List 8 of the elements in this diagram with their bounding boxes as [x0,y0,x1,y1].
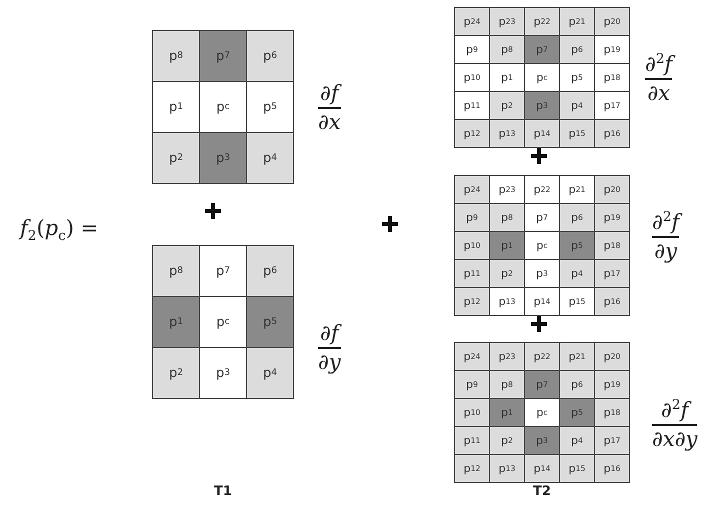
fraction-denominator: ∂x [647,82,670,105]
grid-caption: T1 [214,484,232,499]
formula: f$_{2}$(p$_{c}$) = [20,216,98,244]
fraction-denominator: ∂x∂y [652,428,698,451]
fraction-denominator: ∂y [318,350,341,374]
grid-caption: T2 [533,484,551,499]
fraction-denominator: ∂x [318,110,341,134]
fraction-denominator: ∂y [654,240,678,263]
